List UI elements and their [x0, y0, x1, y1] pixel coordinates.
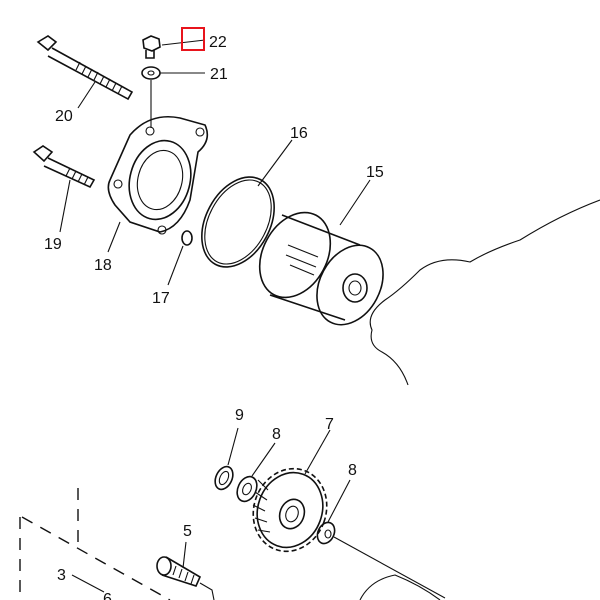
callout-6[interactable]: 6 [103, 591, 112, 600]
callout-7[interactable]: 7 [325, 416, 334, 433]
part-8-washer-right[interactable] [314, 479, 446, 599]
callout-3[interactable]: 3 [57, 567, 66, 584]
callout-19[interactable]: 19 [44, 236, 62, 253]
part-19-bolt[interactable] [32, 145, 96, 233]
callout-9[interactable]: 9 [235, 407, 244, 424]
part-18-filter-cover[interactable] [107, 116, 209, 253]
callout-15[interactable]: 15 [366, 164, 384, 181]
callout-8-right[interactable]: 8 [348, 462, 357, 479]
part-7-gear[interactable] [242, 429, 338, 562]
callout-16[interactable]: 16 [290, 125, 308, 142]
callout-18[interactable]: 18 [94, 257, 112, 274]
callout-8[interactable]: 8 [272, 426, 281, 443]
part-9-circlip[interactable] [212, 427, 239, 492]
callout-21[interactable]: 21 [210, 66, 228, 83]
part-8-washer[interactable] [233, 442, 276, 505]
crankcase-outline [359, 199, 600, 600]
part-21-washer[interactable] [141, 66, 205, 128]
part-15-oil-filter[interactable] [246, 179, 397, 336]
part-22-bolt[interactable] [142, 35, 206, 59]
part-5-bolt[interactable] [156, 541, 215, 600]
callout-22[interactable]: 22 [209, 34, 227, 51]
pump-housing-outline [19, 488, 171, 600]
highlight-box [181, 27, 205, 51]
callout-17[interactable]: 17 [152, 290, 170, 307]
part-20-long-bolt[interactable] [36, 35, 134, 109]
callout-20[interactable]: 20 [55, 108, 73, 125]
callout-5[interactable]: 5 [183, 523, 192, 540]
part-17-o-ring[interactable] [167, 230, 193, 286]
part-16-gasket[interactable] [187, 139, 293, 279]
